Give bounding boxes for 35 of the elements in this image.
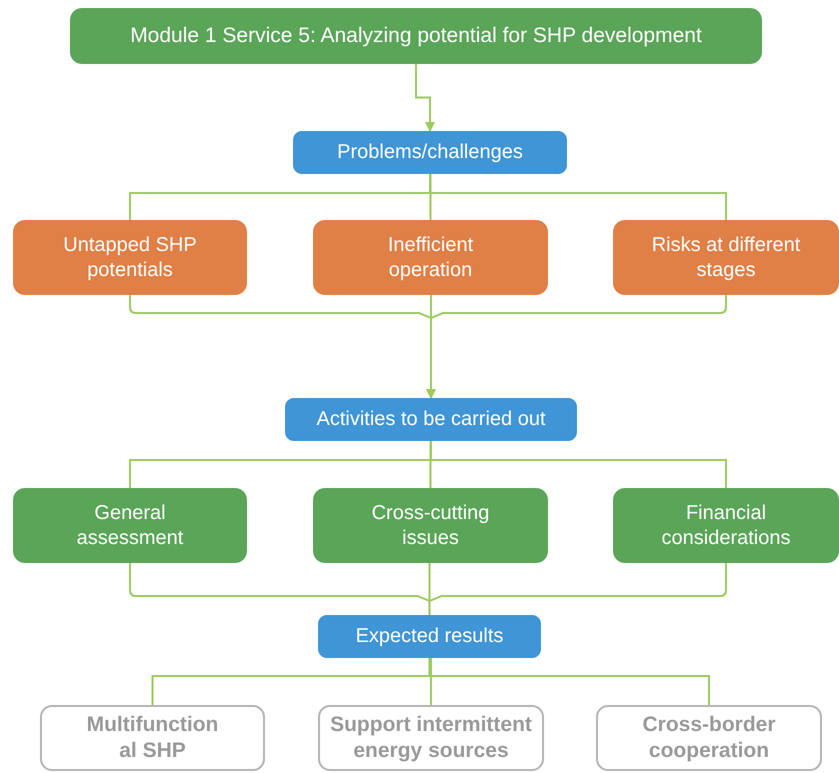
- box-text: Cross-cutting issues: [370, 500, 490, 550]
- arrow: [415, 64, 435, 132]
- title-box: [70, 8, 762, 64]
- box-text: General assessment: [76, 500, 184, 550]
- connector-line: [430, 441, 432, 488]
- header-box: [318, 615, 541, 658]
- box-text: Module 1 Service 5: Analyzing potential for SHP development: [130, 22, 702, 49]
- arrow: [426, 295, 727, 399]
- connector-line: [428, 658, 710, 705]
- header-box: [285, 398, 577, 441]
- connector-line: [430, 658, 432, 705]
- box-text: Financial considerations: [660, 500, 792, 550]
- box-text: Inefficient operation: [386, 232, 474, 282]
- box-text: Cross-border cooperation: [641, 712, 777, 764]
- result-box: [596, 705, 822, 771]
- result-box: [40, 705, 265, 771]
- result-box: [318, 705, 544, 771]
- box-text: Risks at different stages: [650, 232, 802, 282]
- connector-line: [428, 563, 727, 615]
- box-text: Activities to be carried out: [316, 407, 546, 432]
- activity-box: [313, 488, 548, 563]
- problem-box: [313, 220, 548, 295]
- header-box: [293, 131, 567, 174]
- box-text: Problems/challenges: [337, 140, 523, 165]
- connector-line: [430, 441, 727, 488]
- connector-line: [429, 174, 727, 220]
- connector-line: [430, 174, 432, 220]
- activity-box: [13, 488, 247, 563]
- box-text: Multifunction al SHP: [86, 712, 220, 764]
- box-text: Expected results: [356, 624, 504, 649]
- problem-box: [613, 220, 839, 295]
- problem-box: [13, 220, 247, 295]
- box-text: Untapped SHP potentials: [62, 232, 198, 282]
- activity-box: [613, 488, 839, 563]
- box-text: Support intermittent energy sources: [330, 712, 532, 764]
